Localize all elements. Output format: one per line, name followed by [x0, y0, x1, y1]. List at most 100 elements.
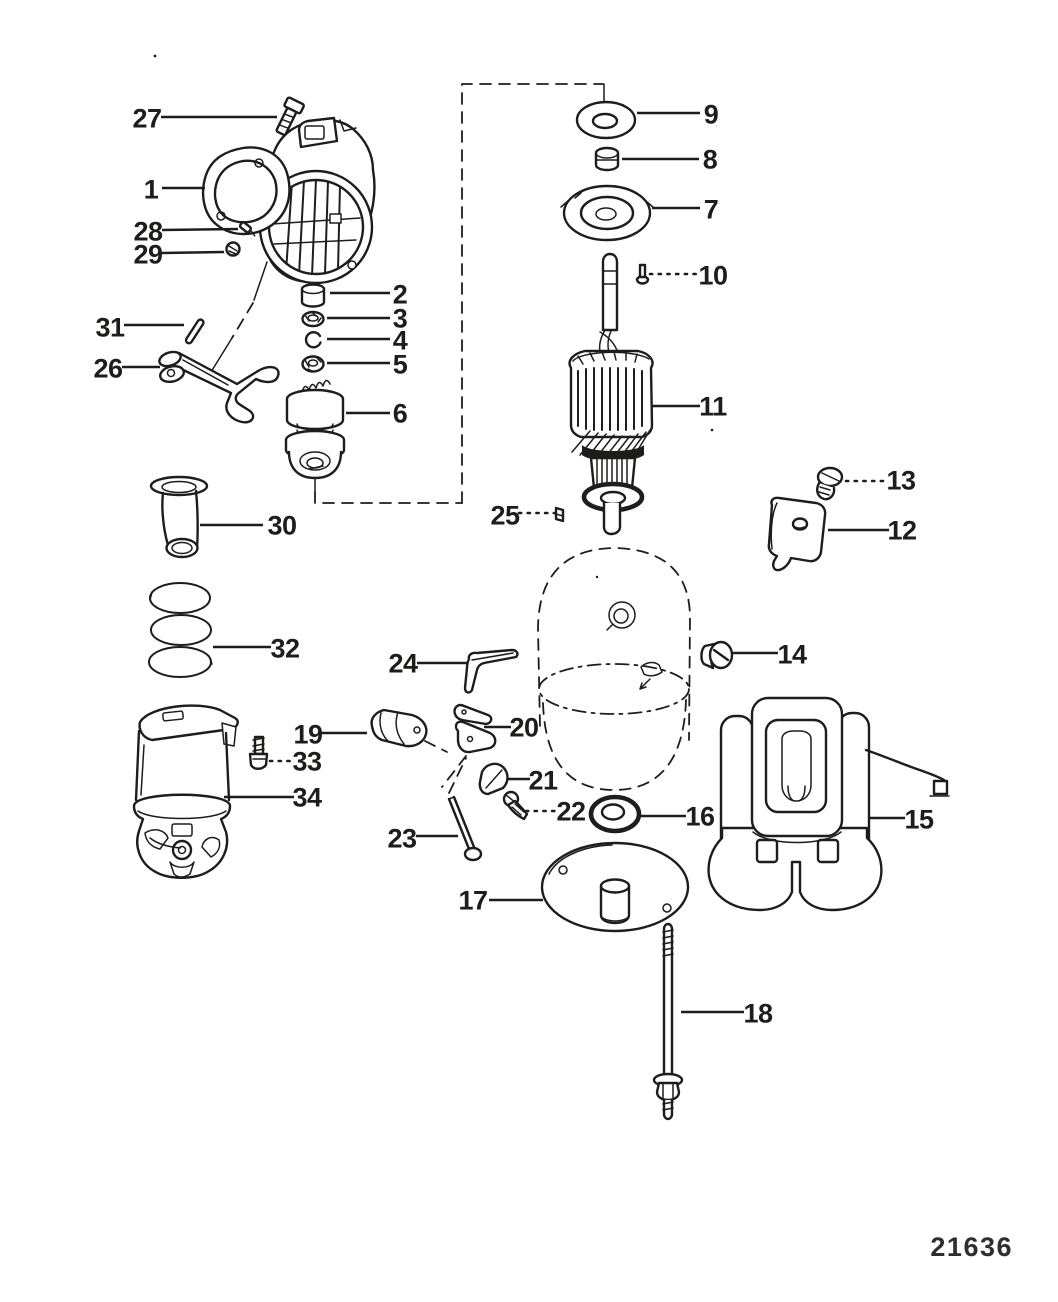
part-number-label-11: 11 [699, 392, 727, 422]
part-8-spacer [594, 146, 620, 172]
part-number-label-1: 1 [144, 175, 159, 205]
part-26-shift-lever [158, 350, 280, 424]
callout-14: 14 [733, 640, 807, 670]
part-27-bolt [275, 96, 305, 136]
callout-29: 29 [133, 240, 225, 270]
part-32-spring [148, 582, 213, 678]
part-number-label-20: 20 [509, 713, 538, 743]
part-number-label-9: 9 [704, 100, 719, 130]
part-14-cap [700, 640, 734, 670]
part-28-screw [238, 221, 256, 237]
callout-27: 27 [132, 104, 277, 134]
leader-line-29 [161, 250, 225, 255]
callout-15: 15 [870, 805, 934, 835]
part-9-washer [575, 100, 637, 140]
part-12-brush-pad [767, 496, 827, 572]
callout-31: 31 [95, 313, 184, 343]
callout-26: 26 [93, 354, 160, 384]
part-number-label-17: 17 [458, 886, 487, 916]
callout-23: 23 [387, 824, 458, 854]
part-5-washer [301, 355, 325, 373]
callout-24: 24 [388, 649, 467, 679]
part-number-label-19: 19 [293, 720, 323, 750]
part-34-motor-assembly [132, 704, 239, 879]
callout-30: 30 [200, 511, 297, 541]
callout-8: 8 [622, 145, 718, 175]
part-23-pin [447, 795, 483, 862]
callout-3: 3 [327, 304, 408, 334]
callout-25: 25 [490, 501, 556, 531]
leader-line-28 [161, 227, 239, 232]
part-number-label-30: 30 [267, 511, 296, 541]
part-number-label-7: 7 [704, 195, 719, 225]
part-25-clip [554, 506, 565, 523]
part-19-brush-holder [370, 708, 428, 748]
part-number-label-8: 8 [703, 145, 718, 175]
part-number-label-2: 2 [393, 280, 408, 310]
part-20-brush-plates [453, 703, 497, 754]
callout-6: 6 [346, 399, 408, 429]
scan-specks [153, 54, 714, 579]
part-7-thrust-plate [560, 184, 655, 242]
part-29-nut [225, 241, 241, 257]
callout-13: 13 [844, 466, 916, 496]
part-number-label-12: 12 [887, 516, 916, 546]
part-30-bushing-cup [149, 475, 209, 559]
part-number-label-18: 18 [743, 999, 773, 1029]
part-3-washer [301, 310, 325, 328]
part-number-label-22: 22 [556, 797, 585, 827]
part-number-label-15: 15 [904, 805, 934, 835]
part-number-label-13: 13 [886, 466, 916, 496]
part-number-label-27: 27 [132, 104, 161, 134]
part-10-pin [635, 263, 650, 285]
part-number-label-28: 28 [133, 217, 163, 247]
callout-17: 17 [458, 886, 543, 916]
field-frame-phantom [537, 547, 691, 791]
part-1-end-cap-housing [201, 116, 376, 373]
part-number-label-16: 16 [685, 802, 715, 832]
part-11-armature [568, 252, 654, 536]
callout-12: 12 [828, 516, 917, 546]
callout-19: 19 [293, 720, 367, 750]
callout-33: 33 [268, 747, 322, 777]
callout-2: 2 [330, 280, 408, 310]
part-number-label-25: 25 [490, 501, 520, 531]
part-number-label-33: 33 [292, 747, 322, 777]
part-6-drive-assembly [284, 379, 346, 493]
callout-22: 22 [524, 797, 586, 827]
part-number-label-14: 14 [777, 640, 807, 670]
part-number-label-24: 24 [388, 649, 418, 679]
part-13-screw [816, 466, 844, 501]
callout-11: 11 [652, 392, 728, 422]
part-number-label-34: 34 [292, 783, 322, 813]
callout-28: 28 [133, 217, 239, 247]
callout-18: 18 [681, 999, 773, 1029]
part-number-label-26: 26 [93, 354, 123, 384]
part-4-snap-ring [304, 331, 322, 349]
part-2-bushing [300, 283, 326, 308]
part-number-label-21: 21 [528, 766, 558, 796]
part-number-label-5: 5 [393, 350, 408, 380]
part-18-through-bolt [652, 922, 684, 1121]
part-number-label-29: 29 [133, 240, 163, 270]
part-33-screw [248, 735, 269, 770]
part-number-label-32: 32 [270, 634, 299, 664]
part-number-label-3: 3 [393, 304, 408, 334]
part-22-screw [502, 790, 529, 821]
part-15-mounting-bracket [707, 696, 950, 912]
callout-4: 4 [327, 326, 408, 356]
alignment-dash-lines [314, 83, 605, 504]
part-16-grommet [588, 794, 642, 834]
brush-dash-lines [424, 740, 467, 794]
part-number-label-10: 10 [698, 261, 727, 291]
part-number-label-4: 4 [393, 326, 408, 356]
callout-9: 9 [637, 100, 719, 130]
callout-16: 16 [640, 802, 715, 832]
callout-20: 20 [484, 713, 539, 743]
callout-10: 10 [648, 261, 728, 291]
part-number-label-23: 23 [387, 824, 417, 854]
drawing-number: 21636 [930, 1232, 1013, 1262]
